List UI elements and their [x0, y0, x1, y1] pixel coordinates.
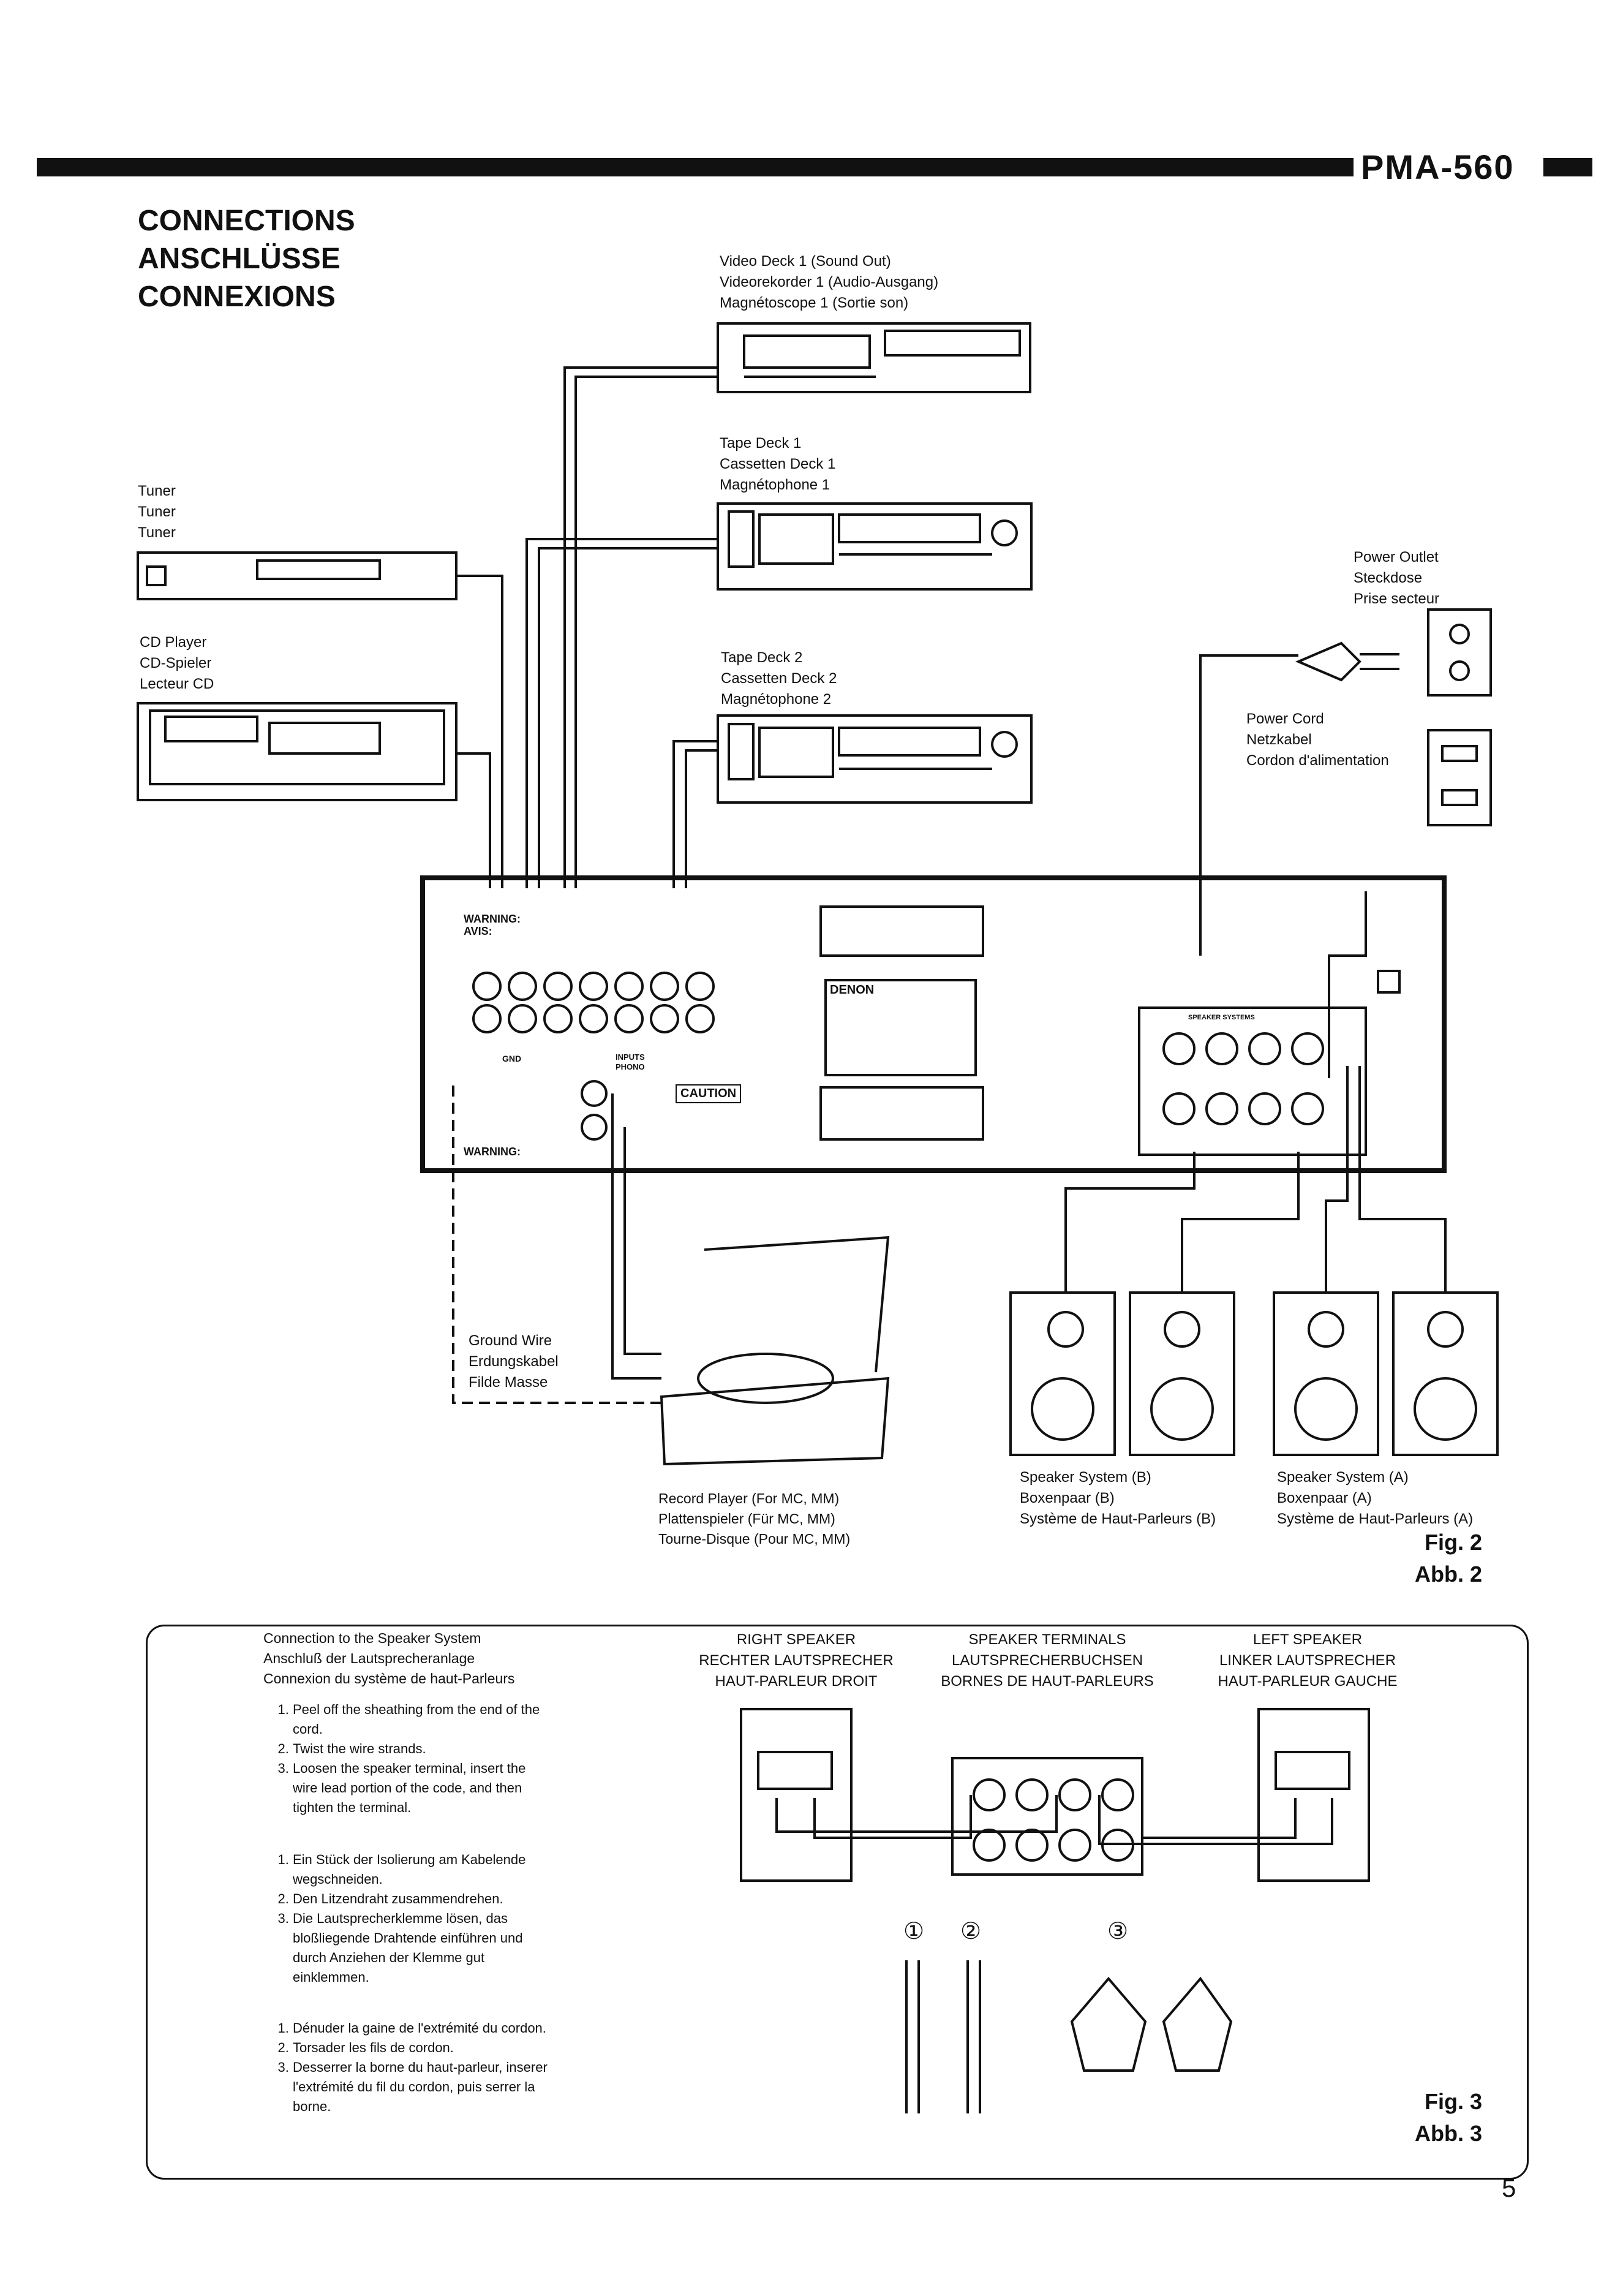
speaker-b-label: Speaker System (B) Boxenpaar (B) Système…: [1020, 1469, 1216, 1527]
tuner-label: Tuner Tuner Tuner: [138, 483, 176, 541]
heading-fr: CONNEXIONS: [138, 281, 336, 313]
fig3-steps-de: Ein Stück der Isolierung am Kabelende we…: [263, 1850, 551, 1987]
video-deck-label: Video Deck 1 (Sound Out) Videorekorder 1…: [720, 253, 939, 311]
header-rule-tail: [1543, 158, 1592, 176]
power-outlet-bottom: [1427, 729, 1492, 826]
ground-wire: [452, 1086, 665, 1404]
panel-speaker-systems: SPEAKER SYSTEMS: [1188, 1014, 1255, 1021]
panel-brand: DENON: [830, 983, 875, 997]
fig3-frame: [146, 1625, 1529, 2180]
record-player-label: Record Player (For MC, MM) Plattenspiele…: [658, 1490, 851, 1547]
speaker-a-cabinets: [1273, 1291, 1499, 1456]
vent-slots: [819, 905, 984, 1141]
cables: [456, 366, 1447, 1380]
page-number: 5: [1502, 2173, 1516, 2202]
step-en-2: Twist the wire strands.: [293, 1739, 551, 1759]
panel-warning: WARNING: AVIS:: [464, 913, 521, 937]
tape-deck-1-device: [717, 502, 1033, 591]
step-mark-2: ②: [960, 1919, 982, 1944]
fig3-steps-en: Peel off the sheathing from the end of t…: [263, 1700, 551, 1818]
tape-deck-2-device: [717, 714, 1033, 804]
speaker-b-cabinets: [1009, 1291, 1235, 1456]
tape-deck-1-label: Tape Deck 1 Cassetten Deck 1 Magnétophon…: [720, 435, 836, 493]
step-de-1: Ein Stück der Isolierung am Kabelende we…: [293, 1850, 551, 1889]
fig3-steps-fr: Dénuder la gaine de l'extrémité du cordo…: [263, 2018, 551, 2117]
speaker-terminals-label: SPEAKER TERMINALS LAUTSPRECHERBUCHSEN BO…: [941, 1631, 1154, 1690]
page-title: CONNECTIONS ANSCHLÜSSE CONNEXIONS: [138, 202, 355, 316]
header-rule: [37, 158, 1354, 176]
amplifier-rear-panel: [420, 875, 1447, 1173]
step-mark-1: ①: [903, 1919, 925, 1944]
step-fr-1: Dénuder la gaine de l'extrémité du cordo…: [293, 2018, 551, 2038]
cd-player-device: [137, 702, 458, 801]
model-name: PMA-560: [1361, 148, 1515, 186]
step-de-2: Den Litzendraht zusammendrehen.: [293, 1889, 551, 1909]
fig3-caption: Fig. 3 Abb. 3: [1414, 2089, 1482, 2146]
right-speaker-cabinet: [740, 1708, 853, 1882]
ground-wire-label: Ground Wire Erdungskabel Filde Masse: [469, 1332, 559, 1391]
panel-caution: CAUTION: [676, 1084, 742, 1103]
left-speaker-cabinet: [1257, 1708, 1370, 1882]
right-speaker-label: RIGHT SPEAKER RECHTER LAUTSPRECHER HAUT-…: [699, 1631, 894, 1690]
power-cord-label: Power Cord Netzkabel Cordon d'alimentati…: [1246, 711, 1389, 769]
step-de-3: Die Lautsprecherklemme lösen, das bloßli…: [293, 1909, 551, 1987]
power-outlet-top: [1427, 608, 1492, 697]
step-fr-2: Torsader les fils de cordon.: [293, 2038, 551, 2058]
speaker-a-label: Speaker System (A) Boxenpaar (A) Système…: [1277, 1469, 1474, 1527]
panel-warning-2: WARNING:: [464, 1146, 521, 1158]
panel-inputs-phono: INPUTS PHONO: [616, 1052, 645, 1071]
speaker-terminal-block: [1138, 1006, 1367, 1156]
fig3-intro: Connection to the Speaker System Anschlu…: [263, 1630, 515, 1686]
step-fr-3: Desserrer la borne du haut-parleur, inse…: [293, 2058, 551, 2117]
cd-player-label: CD Player CD-Spieler Lecteur CD: [140, 634, 214, 692]
step-en-3: Loosen the speaker terminal, insert the …: [293, 1759, 551, 1818]
left-speaker-label: LEFT SPEAKER LINKER LAUTSPRECHER HAUT-PA…: [1218, 1631, 1398, 1690]
rca-jacks: [472, 972, 715, 1141]
step-en-1: Peel off the sheathing from the end of t…: [293, 1700, 551, 1739]
tape-deck-2-label: Tape Deck 2 Cassetten Deck 2 Magnétophon…: [721, 649, 837, 708]
video-deck-device: [717, 322, 1031, 393]
heading-de: ANSCHLÜSSE: [138, 243, 341, 275]
power-outlet-label: Power Outlet Steckdose Prise secteur: [1354, 549, 1440, 607]
heading-en: CONNECTIONS: [138, 205, 355, 237]
panel-gnd: GND: [502, 1054, 522, 1063]
record-player-device: [660, 1376, 890, 1466]
step-mark-3: ③: [1107, 1919, 1129, 1944]
fig2-caption: Fig. 2 Abb. 2: [1414, 1530, 1482, 1587]
